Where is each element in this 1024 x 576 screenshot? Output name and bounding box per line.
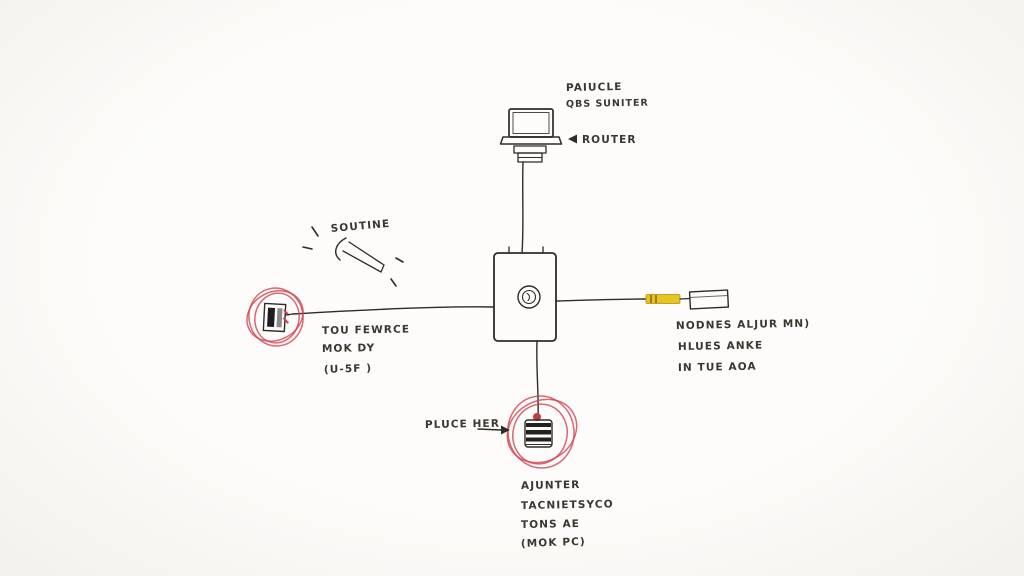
bottom-caption-line4: (MOK PC) <box>521 536 586 550</box>
laptop-caption: PAIUCLE QBS SUNITER <box>566 81 649 110</box>
striped-connector-icon <box>524 413 553 448</box>
left-caption-line3: (U-5F ) <box>324 362 373 376</box>
connector-red-tip <box>533 413 541 421</box>
bottom-caption-line1: AJUNTER <box>521 479 581 492</box>
left-caption-line2: MOK DY <box>322 342 376 355</box>
place-here-text: PLUCE HER <box>425 418 500 431</box>
right-caption-line2: HLUES ANKE <box>678 340 763 353</box>
router-box <box>493 246 557 342</box>
sparkle-sketch-icon: SOUTINE <box>302 218 404 287</box>
place-here-label: PLUCE HER <box>425 418 510 435</box>
bottom-caption: AJUNTER TACNIETSYCO TONS AE (MOK PC) <box>521 479 614 550</box>
right-cable <box>555 298 647 302</box>
laptop-caption-line2: QBS SUNITER <box>566 98 649 110</box>
bottom-caption-line3: TONS AE <box>521 518 580 531</box>
sketch-label: SOUTINE <box>330 218 391 235</box>
router-label-text: ROUTER <box>582 134 637 146</box>
down-cable <box>536 340 539 420</box>
left-cable <box>292 306 495 315</box>
connector-link <box>679 297 691 300</box>
router-dial-icon <box>517 285 541 309</box>
right-caption: NODNES ALJUR MN) HLUES ANKE IN TUE AOA <box>676 318 810 374</box>
usb-plug-icon <box>262 302 290 333</box>
laptop-icon <box>499 108 563 163</box>
right-caption-line1: NODNES ALJUR MN) <box>676 318 810 332</box>
left-caption-line1: TOU FEWRCE <box>322 323 410 337</box>
plug-stub <box>285 313 294 316</box>
right-caption-line3: IN TUE AOA <box>678 361 757 374</box>
gray-connector-icon <box>688 289 730 310</box>
arrow-shaft <box>477 428 502 431</box>
laptop-caption-line1: PAIUCLE <box>566 81 623 94</box>
red-circle-annotation-bottom <box>506 395 578 469</box>
arrow-right-icon <box>501 425 510 435</box>
laptop-to-router-cable <box>521 161 524 254</box>
router-label: ROUTER <box>568 134 637 146</box>
bottom-caption-line2: TACNIETSYCO <box>521 498 614 512</box>
yellow-connector-icon <box>645 294 681 304</box>
left-caption: TOU FEWRCE MOK DY (U-5F ) <box>322 323 410 376</box>
red-circle-annotation-left <box>246 287 304 347</box>
arrow-left-icon <box>568 134 577 144</box>
